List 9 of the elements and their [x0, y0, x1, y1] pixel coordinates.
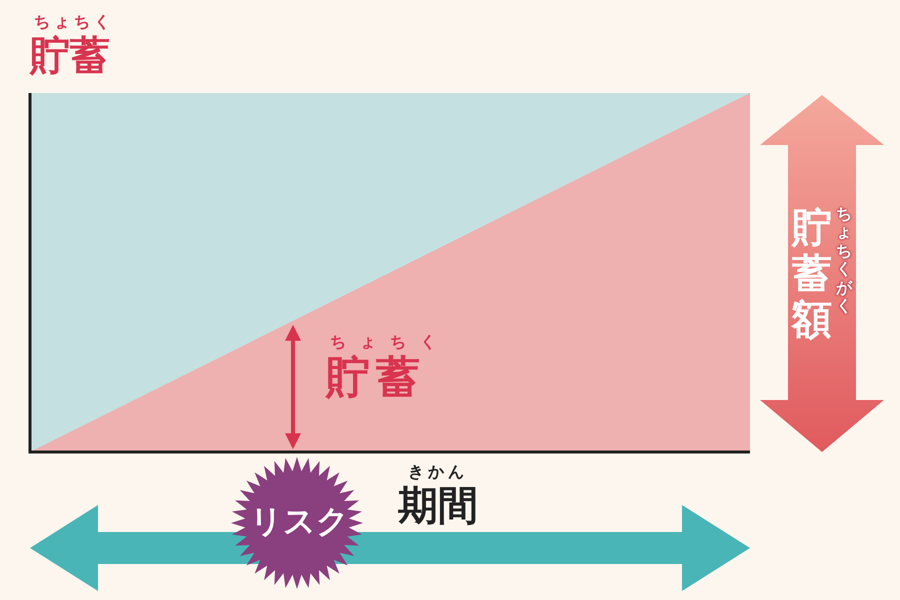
furigana: きかん	[408, 464, 468, 480]
furigana: ちょちく	[34, 14, 114, 30]
label: リスク	[250, 505, 349, 537]
furigana: ちょちくがく	[836, 205, 852, 316]
heading: 貯蓄	[30, 36, 110, 76]
furigana: ちょちく	[330, 334, 450, 350]
label: 期間	[398, 486, 478, 526]
label: 貯蓄額	[792, 205, 832, 343]
label: 貯蓄	[326, 356, 426, 400]
